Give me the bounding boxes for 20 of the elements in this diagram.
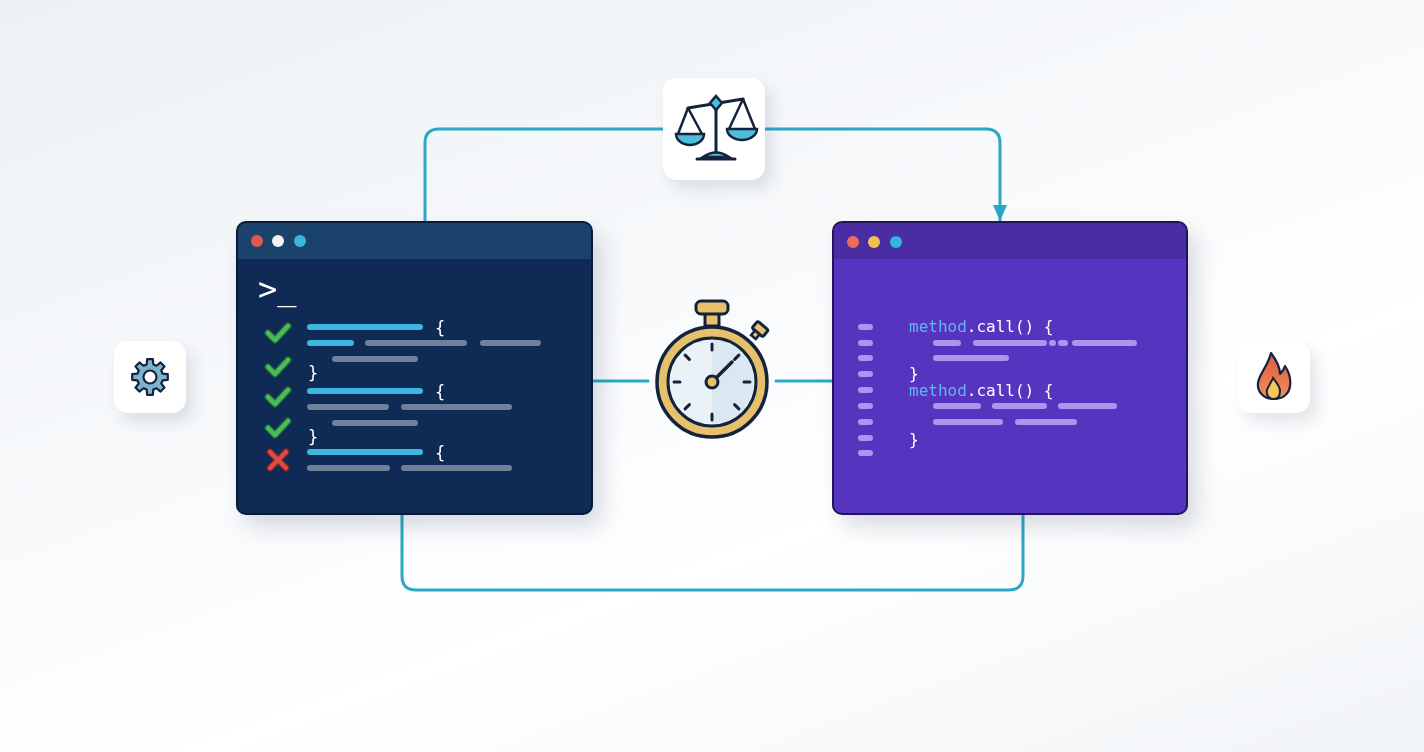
flame-icon <box>1238 341 1310 413</box>
connector-line <box>400 513 1025 592</box>
connector-line <box>774 379 834 383</box>
arrow <box>763 127 1007 223</box>
code-brace: } <box>909 430 919 450</box>
code-brace: } <box>308 426 319 448</box>
code-brace: { <box>435 442 446 464</box>
connector-line <box>423 127 665 223</box>
code-brace: } <box>308 362 319 384</box>
code-line: method.call() { <box>909 317 1054 337</box>
code-brace: } <box>909 364 919 383</box>
gear-icon <box>114 341 186 413</box>
command-prompt: >_ <box>258 269 297 309</box>
terminal-window <box>236 221 593 515</box>
scale-icon <box>663 78 765 180</box>
code-editor-window <box>832 221 1188 515</box>
code-brace: { <box>435 381 446 403</box>
connector-line <box>591 379 650 383</box>
code-line: method.call() { <box>909 381 1054 401</box>
code-brace: { <box>435 317 446 339</box>
